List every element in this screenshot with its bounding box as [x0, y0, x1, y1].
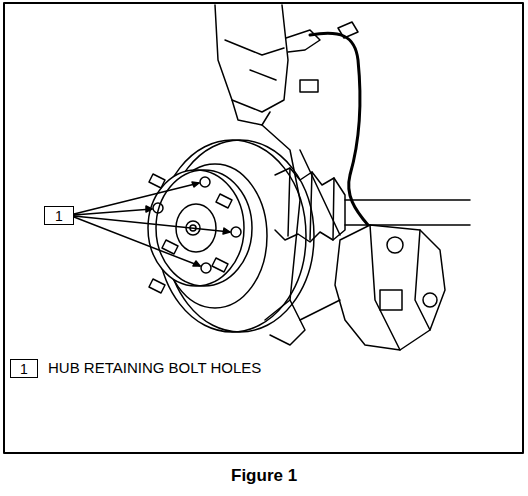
figure-caption: Figure 1	[231, 466, 297, 486]
callout-number: 1	[55, 208, 63, 224]
callout-box: 1	[10, 359, 38, 378]
callout-number: 1	[20, 361, 28, 377]
callout-box: 1	[44, 206, 74, 225]
legend-text: HUB RETAINING BOLT HOLES	[48, 359, 261, 376]
